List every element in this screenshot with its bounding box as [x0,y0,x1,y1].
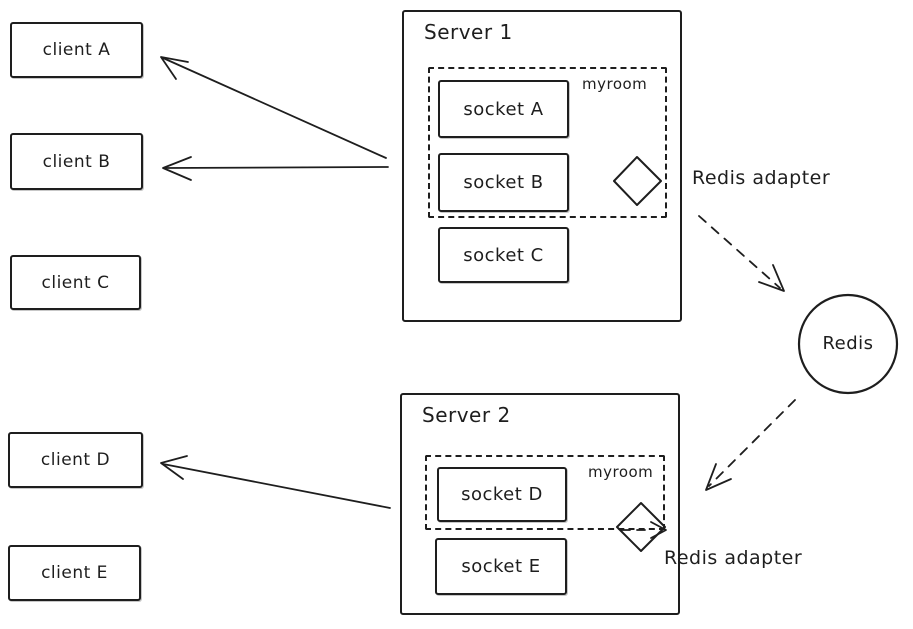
server-2-adapter-label: Redis adapter [664,547,803,569]
socket-d-label: socket D [461,484,543,505]
dashed-arrow-redis-to-server2 [705,399,796,491]
socket-b-label: socket B [463,172,544,193]
socket-a-box: socket A [438,80,569,138]
redis-node-label: Redis [822,333,874,354]
client-e-label: client E [41,563,108,583]
server-1-myroom-box [428,67,667,218]
client-d-box: client D [8,432,143,488]
server-1-box [402,10,682,322]
client-b-label: client B [42,151,111,172]
arrow-server2-to-client-d [160,455,391,509]
client-c-box: client C [10,255,141,310]
server-2-title: Server 2 [422,403,511,427]
server-2-myroom-label: myroom [588,463,654,481]
server-1-adapter-label: Redis adapter [692,167,831,189]
client-c-label: client C [41,272,110,293]
dashed-arrow-server1-to-redis [698,215,785,292]
server-1-title: Server 1 [424,20,513,44]
server-2-box [400,393,680,615]
socket-b-box: socket B [438,153,569,212]
server-2-myroom-box [425,455,665,530]
socket-d-box: socket D [437,467,567,522]
arrow-server1-to-client-a [160,56,387,159]
arrow-server1-to-client-b [162,156,389,181]
socket-e-label: socket E [461,556,541,577]
server-1-myroom-label: myroom [582,75,648,93]
client-a-label: client A [42,40,111,60]
socket-c-box: socket C [438,227,569,283]
client-b-box: client B [10,133,143,190]
socket-a-label: socket A [463,98,544,120]
socket-e-box: socket E [435,538,567,595]
client-e-box: client E [8,545,141,601]
client-a-box: client A [10,22,143,78]
client-d-label: client D [40,450,111,470]
socket-c-label: socket C [463,244,544,266]
